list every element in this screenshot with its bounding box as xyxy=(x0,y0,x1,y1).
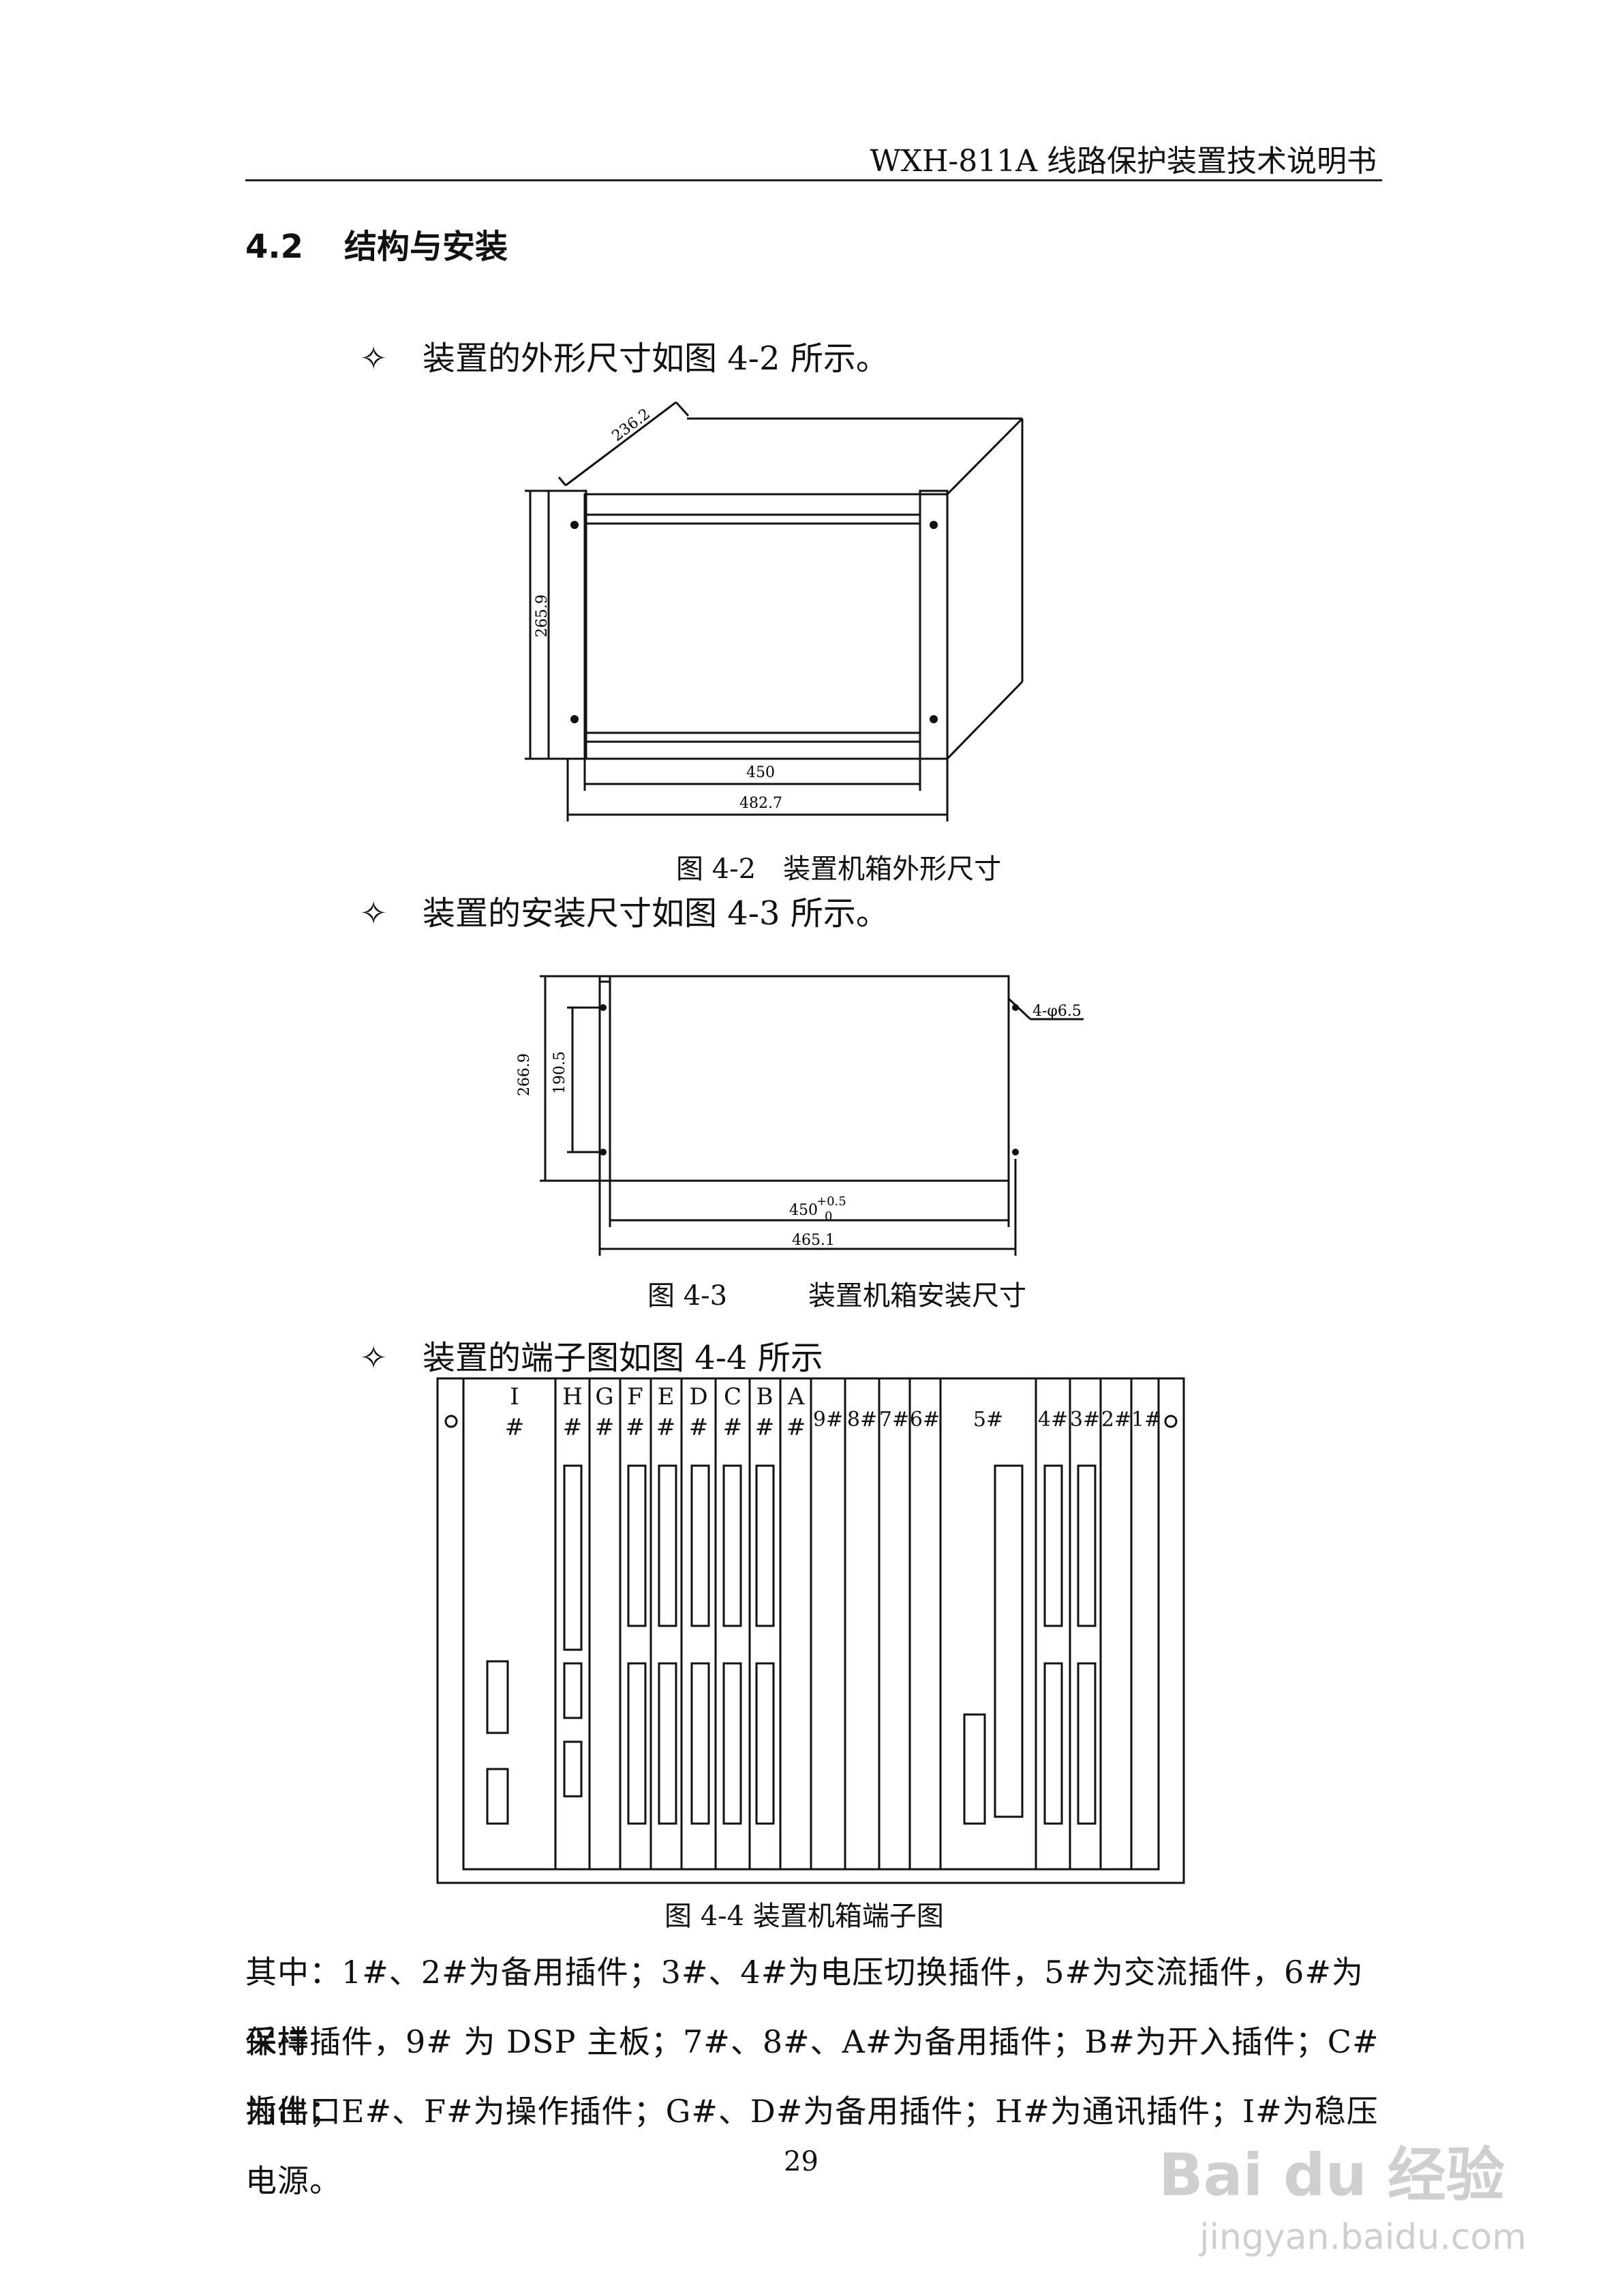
slot-label-9: 9# xyxy=(813,1408,843,1432)
running-header: WXH-811A 线路保护装置技术说明书 xyxy=(870,144,1377,179)
paragraph-line: 插件；E#、F#为操作插件；G#、D#为备用插件；H#为通讯插件；I#为稳压电源… xyxy=(245,2093,1379,2199)
bullet-text: 装置的安装尺寸如图 4-3 所示。 xyxy=(423,894,889,933)
slot-label-F: F xyxy=(627,1383,643,1410)
slot-label-5: 5# xyxy=(973,1408,1003,1432)
right-flange xyxy=(919,489,949,760)
bullet-item: ✧ 装置的安装尺寸如图 4-3 所示。 xyxy=(360,886,889,934)
slot-label-hash: # xyxy=(626,1414,645,1441)
diamond-bullet-icon: ✧ xyxy=(360,1339,388,1377)
slot-label-1: 1# xyxy=(1131,1408,1161,1432)
slot-label-4: 4# xyxy=(1038,1408,1068,1432)
slot-label-7: 7# xyxy=(879,1408,909,1432)
slot-label-E: E xyxy=(658,1383,675,1410)
watermark-url: jingyan.baidu.com xyxy=(1199,2217,1527,2258)
slot-label-hash: # xyxy=(595,1414,615,1441)
width-label: 450 xyxy=(789,1202,818,1219)
slot-label-A: A xyxy=(787,1383,805,1410)
slot-label-G: G xyxy=(595,1383,613,1410)
height-dim-label: 265.9 xyxy=(534,594,551,637)
watermark-brand: Bai du 经验 xyxy=(1159,2141,1505,2209)
bullet-text: 装置的端子图如图 4-4 所示 xyxy=(423,1339,823,1377)
slot-label-hash: # xyxy=(786,1414,806,1441)
hole-spacing-label: 190.5 xyxy=(551,1051,568,1094)
tolerance-lower: 0 xyxy=(825,1209,832,1224)
slot-label-hash: # xyxy=(563,1414,583,1441)
outer-width-label: 482.7 xyxy=(739,795,782,812)
slot-label-hash: # xyxy=(505,1414,525,1441)
tolerance-upper: +0.5 xyxy=(816,1194,846,1209)
slot-label-D: D xyxy=(689,1383,707,1410)
slot-label-2: 2# xyxy=(1101,1408,1131,1432)
bullet-item: ✧ 装置的端子图如图 4-4 所示 xyxy=(360,1331,823,1378)
figure-4-2-caption: 图 4-2 装置机箱外形尺寸 xyxy=(676,854,1002,885)
slot-label-B: B xyxy=(756,1383,774,1410)
slot-label-hash: # xyxy=(656,1414,676,1441)
section-heading: 4.2 结构与安装 xyxy=(245,220,508,267)
slot-label-I: I xyxy=(510,1383,519,1410)
page-number: 29 xyxy=(784,2146,818,2177)
diamond-bullet-icon: ✧ xyxy=(360,894,388,933)
slot-label-8: 8# xyxy=(847,1408,877,1432)
slot-label-hash: # xyxy=(723,1414,743,1441)
slot-label-hash: # xyxy=(689,1414,709,1441)
hole-label: 4-φ6.5 xyxy=(1032,1003,1082,1020)
slot-label-hash: # xyxy=(755,1414,775,1441)
inner-width-label: 450 xyxy=(746,764,775,781)
section-number: 4.2 xyxy=(245,228,304,266)
diamond-bullet-icon: ✧ xyxy=(360,339,388,378)
figure-4-3-caption-text: 装置机箱安装尺寸 xyxy=(808,1280,1026,1312)
outer-width-label: 465.1 xyxy=(792,1232,835,1249)
header-rule xyxy=(245,179,1382,181)
bullet-item: ✧ 装置的外形尺寸如图 4-2 所示。 xyxy=(360,331,889,379)
paragraph-line: 保持插件，9# 为 DSP 主板；7#、8#、A#为备用插件；B#为开入插件；C… xyxy=(245,2023,1379,2130)
section-title: 结构与安装 xyxy=(344,228,508,266)
height-dim-label: 266.9 xyxy=(516,1053,533,1096)
figure-4-4-caption: 图 4-4 装置机箱端子图 xyxy=(664,1901,944,1932)
figure-4-3-caption-number: 图 4-3 xyxy=(647,1280,728,1312)
slot-label-3: 3# xyxy=(1070,1408,1100,1432)
slot-label-6: 6# xyxy=(910,1408,940,1432)
paragraph-line: 其中：1#、2#为备用插件；3#、4#为电压切换插件，5#为交流插件，6#为采样 xyxy=(245,1954,1364,2060)
slot-label-C: C xyxy=(724,1383,741,1410)
slot-label-H: H xyxy=(562,1383,583,1410)
bullet-text: 装置的外形尺寸如图 4-2 所示。 xyxy=(423,339,889,378)
